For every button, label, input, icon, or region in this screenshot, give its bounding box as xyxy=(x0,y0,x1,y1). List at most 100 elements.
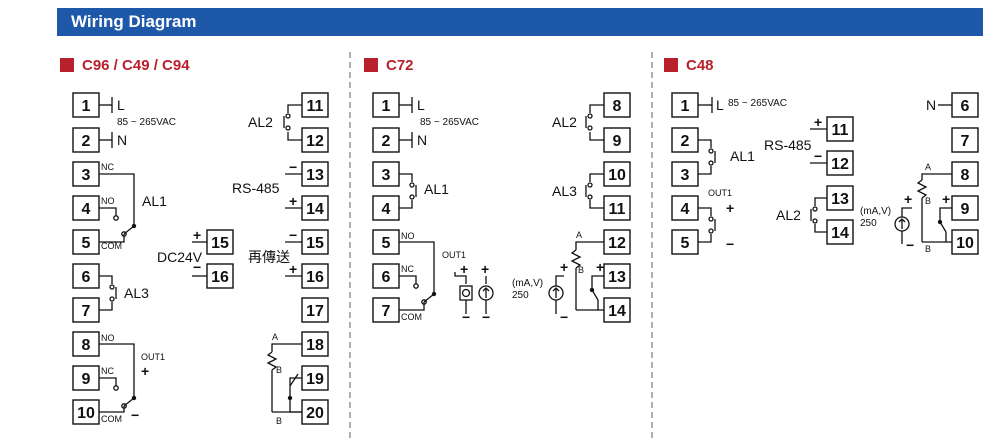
svg-text:−: − xyxy=(462,309,470,325)
svg-text:3: 3 xyxy=(382,167,391,184)
svg-text:11: 11 xyxy=(832,122,849,139)
svg-text:4: 4 xyxy=(382,201,391,218)
svg-text:NO: NO xyxy=(101,333,115,343)
svg-text:B: B xyxy=(925,196,931,206)
svg-text:+: + xyxy=(814,114,822,130)
svg-text:AL3: AL3 xyxy=(124,285,149,301)
c48-terminal-5: 5 xyxy=(671,229,699,255)
svg-text:A: A xyxy=(272,332,278,342)
svg-text:5: 5 xyxy=(82,235,91,252)
c72-terminal-5: 5 xyxy=(372,229,400,255)
c72-terminal-3: 3 xyxy=(372,161,400,187)
svg-text:COM: COM xyxy=(101,414,122,424)
c72-terminal-7: 7 xyxy=(372,297,400,323)
svg-text:−: − xyxy=(560,309,568,325)
svg-text:8: 8 xyxy=(961,167,970,184)
svg-text:6: 6 xyxy=(382,269,391,286)
svg-text:85 ~ 265VAC: 85 ~ 265VAC xyxy=(420,117,479,128)
svg-text:L: L xyxy=(417,97,425,113)
svg-text:再傳送: 再傳送 xyxy=(248,249,290,265)
c48-terminal-3: 3 xyxy=(671,161,699,187)
c72-terminal-9: 9 xyxy=(603,127,631,153)
c72-terminal-1: 1 xyxy=(372,92,400,118)
svg-text:1: 1 xyxy=(681,98,690,115)
c48-terminal-2: 2 xyxy=(671,127,699,153)
section-title-c72: C72 xyxy=(386,57,414,74)
svg-text:7: 7 xyxy=(961,133,970,150)
svg-text:AL2: AL2 xyxy=(248,114,273,130)
c96-terminal-7: 7 xyxy=(72,297,100,323)
svg-text:B: B xyxy=(276,416,282,426)
c96-terminal-12: 12 xyxy=(301,127,329,153)
c96-terminal-14: 14 xyxy=(301,195,329,221)
c96-terminal-11: 11 xyxy=(301,92,329,118)
svg-text:6: 6 xyxy=(82,269,91,286)
c48-terminal-8: 8 xyxy=(951,161,979,187)
svg-text:+: + xyxy=(141,363,149,379)
svg-text:15: 15 xyxy=(306,235,324,252)
c48-terminal-6: 6 xyxy=(951,92,979,118)
svg-text:AL2: AL2 xyxy=(552,114,577,130)
svg-text:−: − xyxy=(289,227,297,243)
svg-text:N: N xyxy=(117,132,127,148)
svg-text:AL1: AL1 xyxy=(730,148,755,164)
svg-text:+: + xyxy=(460,261,468,277)
svg-text:RS-485: RS-485 xyxy=(764,137,812,153)
section-marker xyxy=(364,58,378,72)
svg-text:+: + xyxy=(904,191,912,207)
svg-text:2: 2 xyxy=(82,133,91,150)
svg-text:250: 250 xyxy=(860,218,877,229)
svg-text:3: 3 xyxy=(681,167,690,184)
svg-text:NC: NC xyxy=(101,162,114,172)
c72-terminal-4: 4 xyxy=(372,195,400,221)
c72-terminal-14: 14 xyxy=(603,297,631,323)
svg-text:16: 16 xyxy=(306,269,324,286)
svg-text:5: 5 xyxy=(681,235,690,252)
svg-text:5: 5 xyxy=(382,235,391,252)
c96-terminal-13: 13 xyxy=(301,161,329,187)
svg-text:OUT1: OUT1 xyxy=(141,352,165,362)
svg-text:13: 13 xyxy=(831,191,849,208)
section-marker xyxy=(664,58,678,72)
svg-text:18: 18 xyxy=(306,337,324,354)
c96-diagram: 1 2 3 4 5 6 7 8 9 10 11 12 13 14 15 16 1… xyxy=(72,92,329,426)
svg-text:+: + xyxy=(942,191,950,207)
svg-text:B: B xyxy=(578,265,584,275)
section-title-c48: C48 xyxy=(686,57,714,74)
c96-terminal-15: 15 xyxy=(301,229,329,255)
svg-text:4: 4 xyxy=(82,201,91,218)
svg-text:13: 13 xyxy=(608,269,626,286)
svg-text:85 ~ 265VAC: 85 ~ 265VAC xyxy=(728,98,787,109)
svg-text:11: 11 xyxy=(307,98,324,115)
c96-terminal-1: 1 xyxy=(72,92,100,118)
c48-terminal-12: 12 xyxy=(826,150,854,176)
svg-text:10: 10 xyxy=(608,167,626,184)
svg-text:+: + xyxy=(596,259,604,275)
c48-terminal-11: 11 xyxy=(826,116,854,142)
svg-text:COM: COM xyxy=(401,312,422,322)
svg-text:15: 15 xyxy=(211,235,229,252)
c72-terminal-8: 8 xyxy=(603,92,631,118)
svg-text:250: 250 xyxy=(512,290,529,301)
c96-terminal-2: 2 xyxy=(72,127,100,153)
svg-text:NO: NO xyxy=(101,196,115,206)
svg-text:8: 8 xyxy=(613,98,622,115)
svg-text:DC24V: DC24V xyxy=(157,249,203,265)
c96-terminal-3: 3 xyxy=(72,161,100,187)
svg-text:1: 1 xyxy=(382,98,391,115)
svg-text:L: L xyxy=(716,97,724,113)
c72-terminal-6: 6 xyxy=(372,263,400,289)
c48-terminal-9: 9 xyxy=(951,195,979,221)
page-title: Wiring Diagram xyxy=(57,8,983,36)
svg-text:NC: NC xyxy=(401,264,414,274)
c96-terminal-10: 10 xyxy=(72,399,100,425)
svg-text:NO: NO xyxy=(401,231,415,241)
svg-text:10: 10 xyxy=(956,235,974,252)
svg-text:B: B xyxy=(276,365,282,375)
svg-text:+: + xyxy=(193,227,201,243)
svg-text:7: 7 xyxy=(82,303,91,320)
c48-terminal-7: 7 xyxy=(951,127,979,153)
c48-terminal-4: 4 xyxy=(671,195,699,221)
c96-terminal-9: 9 xyxy=(72,365,100,391)
svg-text:12: 12 xyxy=(306,133,324,150)
